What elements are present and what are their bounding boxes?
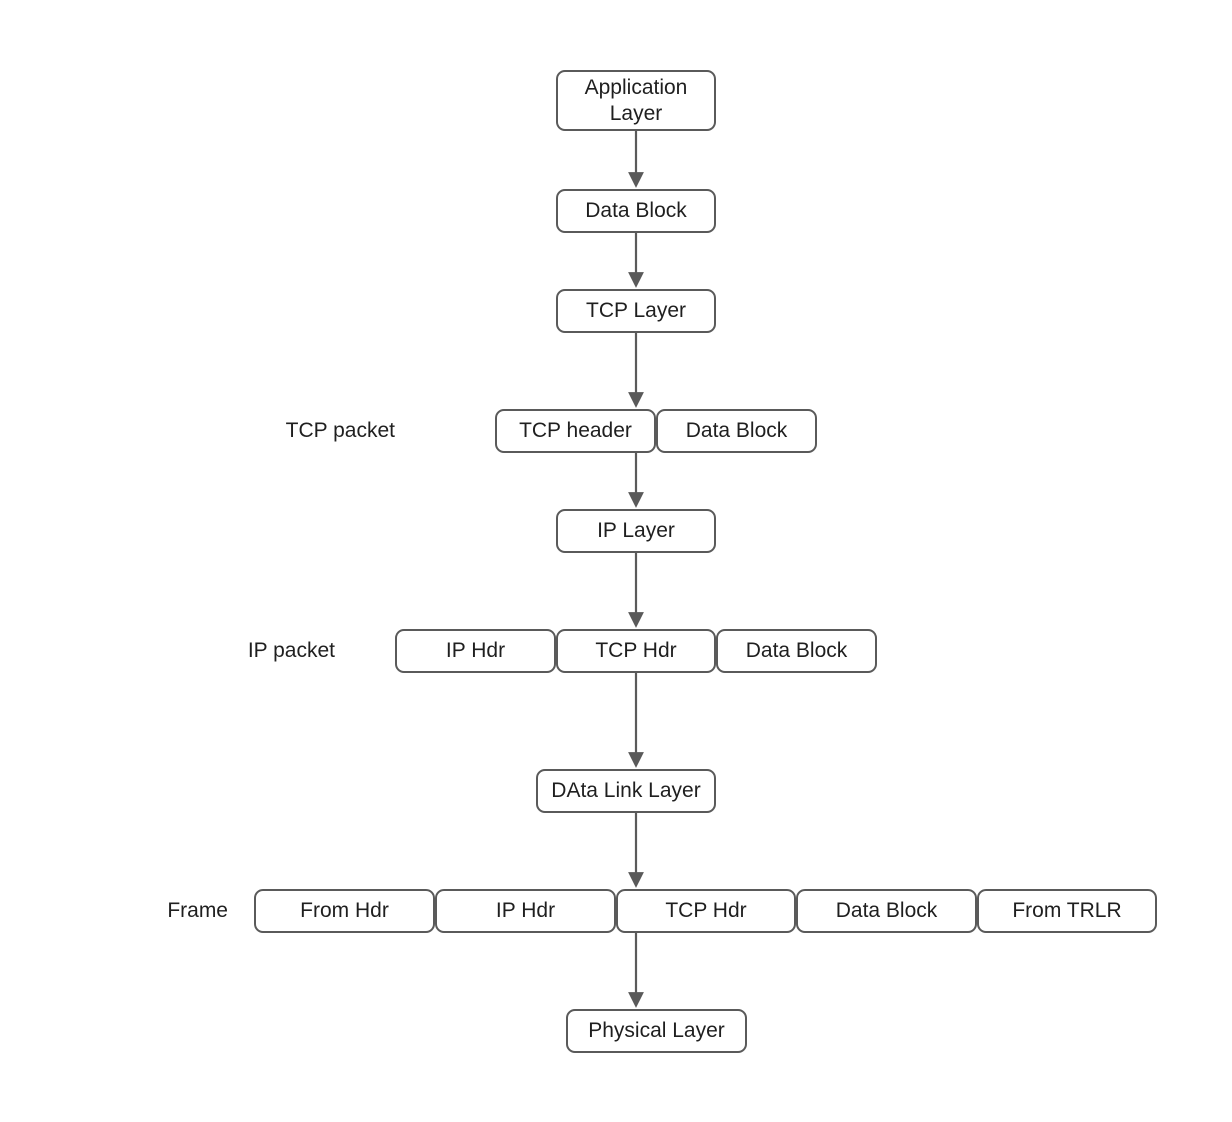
row-label-ip-packet: IP packet (247, 639, 335, 662)
strip-ip-packet: IP Hdr TCP Hdr Data Block (395, 629, 877, 673)
segment-data-block[interactable]: Data Block (716, 629, 877, 673)
segment-from-trlr[interactable]: From TRLR (977, 889, 1157, 933)
segment-tcp-hdr[interactable]: TCP Hdr (556, 629, 716, 673)
segment-tcp-hdr[interactable]: TCP Hdr (616, 889, 796, 933)
node-tcp-layer[interactable]: TCP Layer (556, 289, 716, 333)
segment-from-hdr[interactable]: From Hdr (254, 889, 435, 933)
node-physical-layer[interactable]: Physical Layer (566, 1009, 747, 1053)
node-ip-layer[interactable]: IP Layer (556, 509, 716, 553)
node-data-link-layer[interactable]: DAta Link Layer (536, 769, 716, 813)
node-data-block[interactable]: Data Block (556, 189, 716, 233)
segment-ip-hdr[interactable]: IP Hdr (435, 889, 616, 933)
segment-data-block[interactable]: Data Block (656, 409, 817, 453)
segment-ip-hdr[interactable]: IP Hdr (395, 629, 556, 673)
node-application-layer[interactable]: Application Layer (556, 70, 716, 131)
row-label-tcp-packet: TCP packet (285, 419, 395, 442)
strip-tcp-packet: TCP header Data Block (495, 409, 817, 453)
strip-frame: From Hdr IP Hdr TCP Hdr Data Block From … (254, 889, 1157, 933)
segment-tcp-header[interactable]: TCP header (495, 409, 656, 453)
row-label-frame: Frame (167, 899, 228, 922)
segment-data-block[interactable]: Data Block (796, 889, 977, 933)
